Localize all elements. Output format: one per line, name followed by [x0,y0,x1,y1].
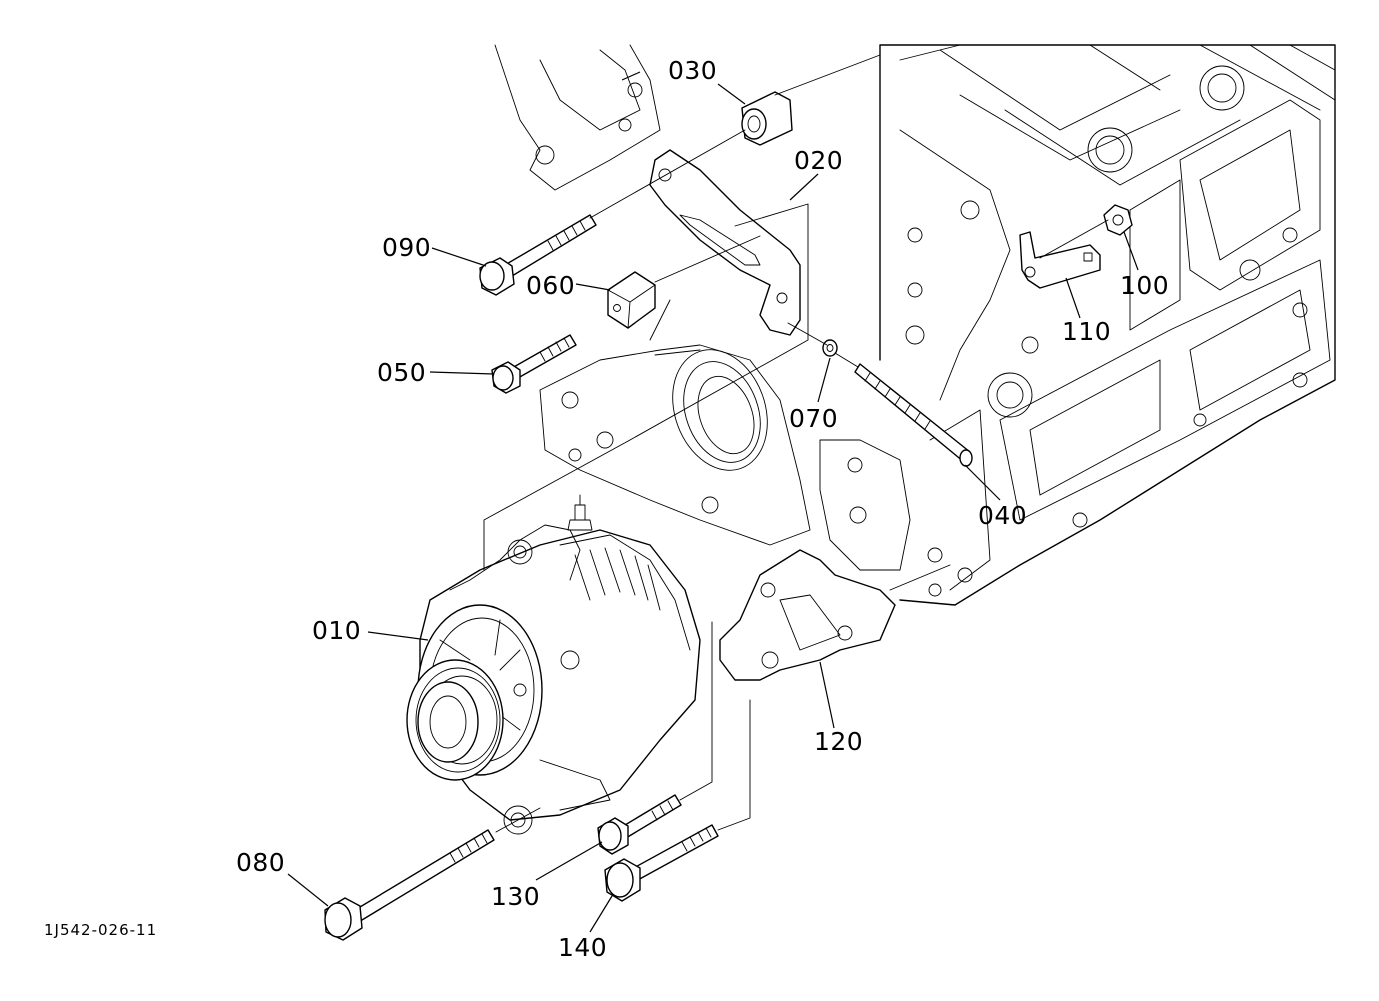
nut-100 [1103,204,1133,236]
label-040: 040 [978,501,1027,530]
front-housing [539,299,911,571]
label-050: 050 [377,358,426,387]
spacer-030 [741,91,793,146]
bolt-050 [491,334,577,394]
bolt-130 [597,794,682,855]
gear-case [494,44,661,191]
bracket-110 [1019,231,1101,289]
label-130: 130 [491,882,540,911]
reference-code: 1J542-026-11 [44,921,157,939]
label-010: 010 [312,616,361,645]
bolt-140 [604,824,719,902]
label-140: 140 [558,933,607,962]
block-060 [607,271,656,329]
label-030: 030 [668,56,717,85]
bracket-020 [649,149,801,336]
bolt-090 [479,214,597,296]
label-020: 020 [794,146,843,175]
washer-070 [822,339,838,357]
label-070: 070 [789,404,838,433]
part-labels: 030 020 090 060 100 110 050 070 040 010 … [236,56,1169,962]
bolt-080 [324,829,495,941]
bolt-040 [854,363,973,467]
label-120: 120 [814,727,863,756]
label-100: 100 [1120,271,1169,300]
label-090: 090 [382,233,431,262]
label-leaders [287,71,1139,933]
label-080: 080 [236,848,285,877]
alternator [406,494,701,835]
label-060: 060 [526,271,575,300]
bracket-120 [719,549,896,681]
assembly-lines [483,54,1109,833]
engine-block [879,44,1336,606]
label-110: 110 [1062,317,1111,346]
